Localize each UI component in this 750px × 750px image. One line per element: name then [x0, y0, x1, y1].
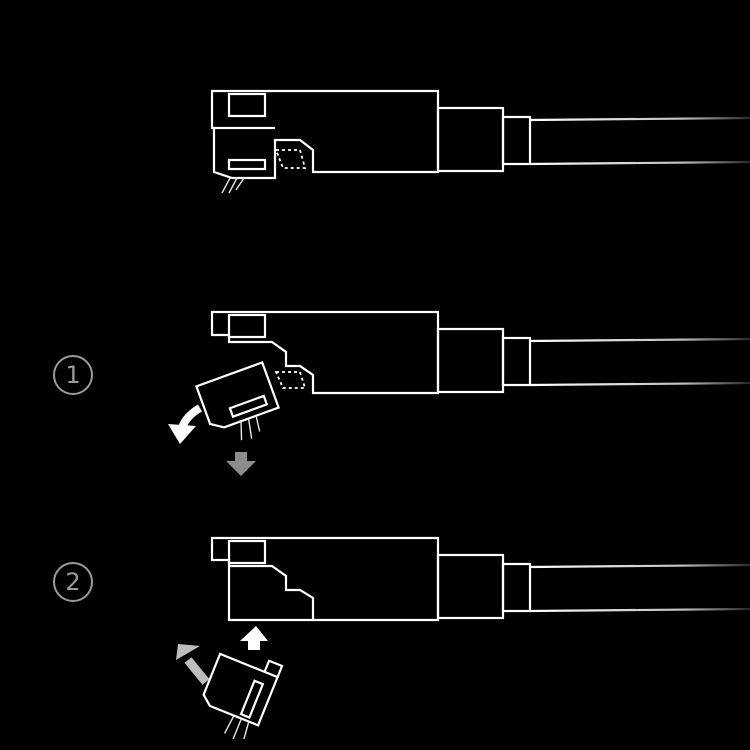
headshell-empty: [176, 536, 750, 740]
step-2-badge: 2: [53, 562, 93, 602]
down-arrow-icon: [226, 452, 256, 476]
cartridge-inserting: [202, 652, 284, 740]
rotate-arrow-icon: [168, 404, 203, 444]
rotate-arrow-icon: [176, 644, 210, 685]
up-arrow-icon: [240, 626, 268, 650]
step-1-badge: 1: [53, 355, 93, 395]
cartridge-tilted: [195, 361, 281, 441]
headshell-removing-cartridge: [168, 310, 750, 476]
headshell-assembled: [210, 89, 750, 194]
